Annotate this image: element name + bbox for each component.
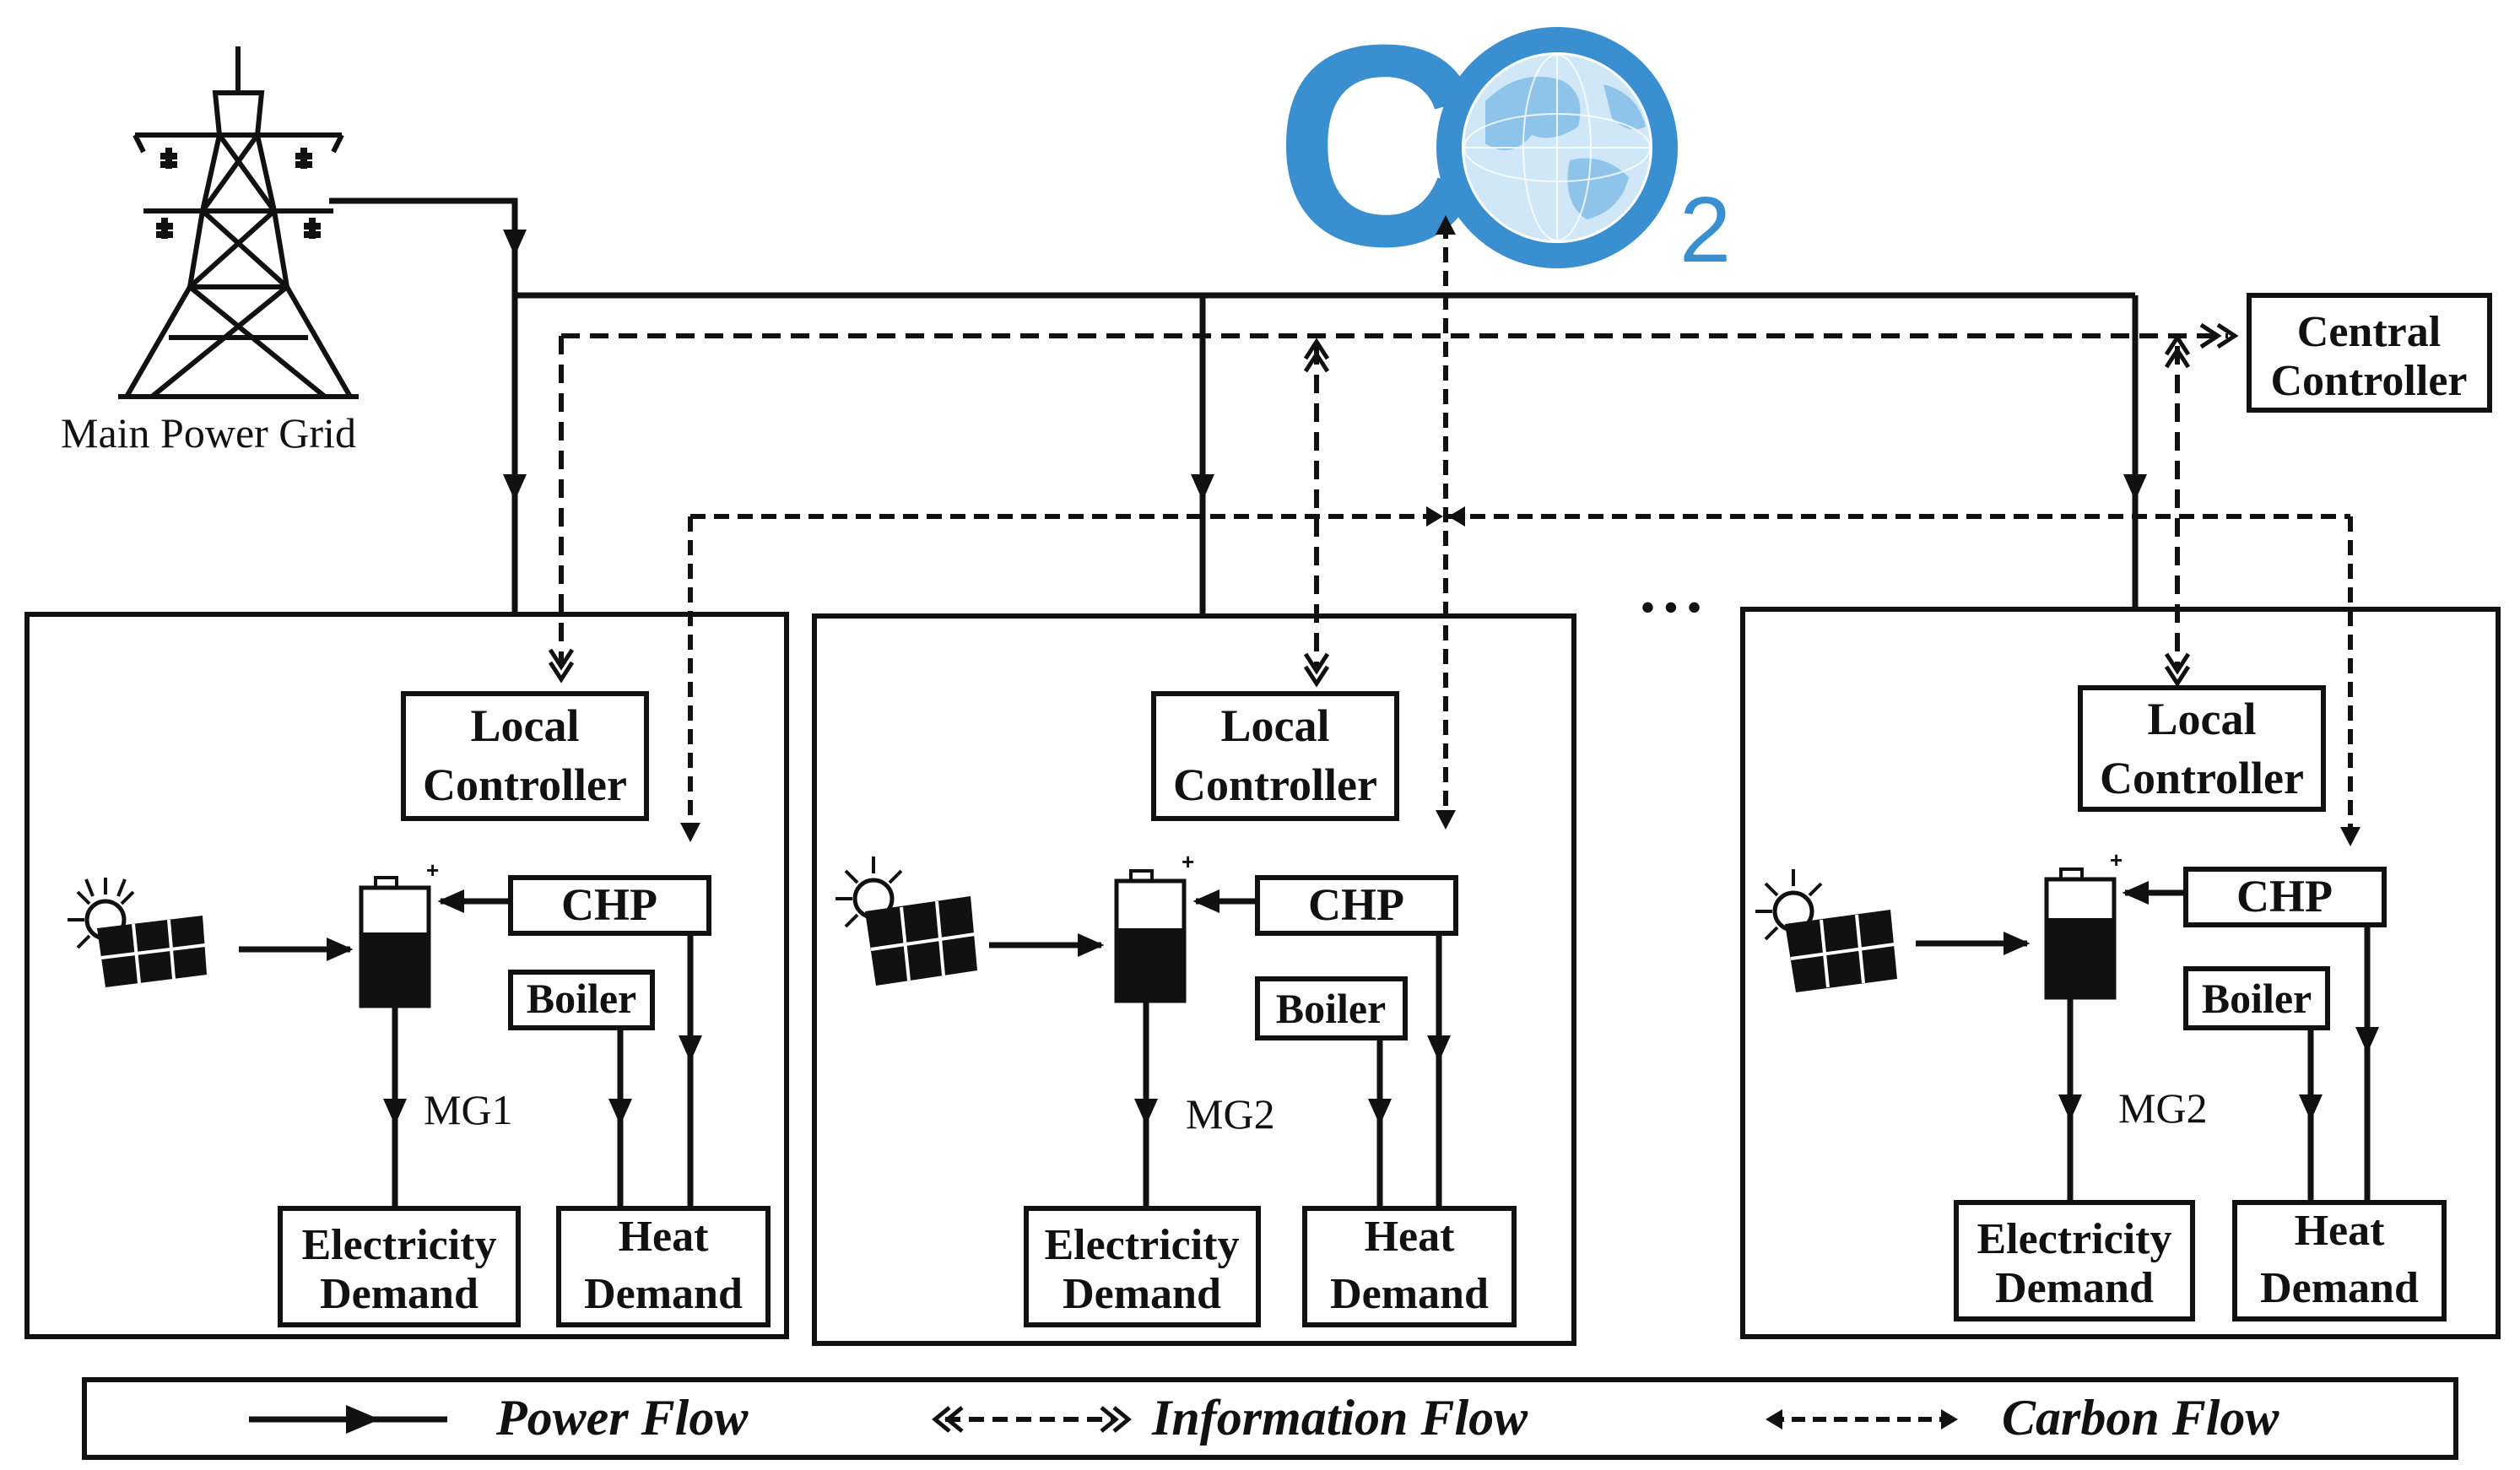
battery-icon: + [359, 857, 439, 1008]
legend: Power Flow Information Flow Carbon Flow [82, 1377, 2458, 1460]
electricity-demand-box: Electricity Demand [1954, 1200, 2195, 1321]
central-controller-line1: Central [2297, 308, 2441, 356]
solar-panel-icon [68, 878, 207, 987]
more-microgrids-ellipsis: • • • [1641, 586, 1701, 629]
chp-label: CHP [561, 879, 657, 930]
svg-text:+: + [1182, 849, 1194, 874]
chp-box: CHP [1255, 875, 1458, 936]
heat-demand-box: Heat Demand [2232, 1200, 2447, 1321]
power-flow-lines [329, 197, 2147, 616]
solar-panel-icon [1755, 869, 1897, 992]
heat-demand-box: Heat Demand [1302, 1206, 1517, 1327]
local-controller-line1: Local [1221, 700, 1330, 751]
boiler-box: Boiler [1255, 976, 1408, 1040]
heat-demand-line1: Heat [619, 1213, 710, 1261]
local-controller-line2: Controller [423, 759, 627, 810]
boiler-box: Boiler [2183, 966, 2330, 1030]
legend-carbon-flow-label: Carbon Flow [2002, 1390, 2279, 1446]
heat-demand-line1: Heat [1365, 1213, 1456, 1261]
local-controller-line1: Local [471, 700, 580, 751]
electricity-demand-line2: Demand [1063, 1270, 1221, 1318]
central-controller-line2: Controller [2271, 357, 2468, 405]
boiler-label: Boiler [1276, 985, 1387, 1032]
local-controller-box: Local Controller [1151, 691, 1399, 821]
heat-demand-box: Heat Demand [556, 1206, 771, 1327]
legend-information-flow-label: Information Flow [1151, 1390, 1528, 1446]
heat-demand-line2: Demand [1330, 1270, 1489, 1318]
microgrid-name: MG2 [1186, 1090, 1275, 1138]
transmission-tower-icon [118, 46, 359, 399]
co2-subscript: 2 [1679, 178, 1731, 282]
information-flow-lines [559, 333, 2228, 667]
electricity-demand-line2: Demand [1995, 1264, 2154, 1312]
microgrid-1: Local Controller + CHP [24, 612, 789, 1339]
microgrid-2: Local Controller + CHP Boiler [812, 613, 1576, 1346]
electricity-demand-line1: Electricity [1977, 1215, 2172, 1263]
legend-power-flow: Power Flow [249, 1390, 749, 1446]
electricity-demand-box: Electricity Demand [1024, 1206, 1261, 1327]
solar-panel-icon [835, 857, 977, 986]
legend-carbon-flow: Carbon Flow [1766, 1390, 2279, 1446]
central-controller-box: Central Controller [2247, 293, 2492, 413]
svg-text:+: + [426, 857, 439, 883]
heat-demand-line1: Heat [2295, 1207, 2386, 1255]
carbon-arrowheads [680, 215, 2360, 846]
heat-demand-line2: Demand [2260, 1264, 2419, 1312]
local-controller-box: Local Controller [401, 691, 649, 821]
information-arrowheads [548, 322, 2239, 688]
legend-information-flow: Information Flow [932, 1390, 1528, 1446]
microgrid-3: Local Controller + CHP Boiler [1740, 607, 2501, 1339]
local-controller-box: Local Controller [2078, 685, 2326, 812]
electricity-demand-line2: Demand [320, 1270, 479, 1318]
heat-demand-line2: Demand [584, 1270, 743, 1318]
svg-text:+: + [2110, 847, 2123, 873]
main-power-grid-label: Main Power Grid [61, 409, 356, 457]
battery-icon: + [2044, 847, 2123, 1000]
local-controller-line2: Controller [2100, 753, 2304, 803]
globe-icon [1436, 27, 1678, 268]
microgrid-name: MG1 [424, 1086, 513, 1133]
co2-logo: C 2 [1274, 0, 1731, 306]
boiler-box: Boiler [508, 970, 655, 1030]
microgrid-name: MG2 [2118, 1084, 2208, 1132]
electricity-demand-box: Electricity Demand [278, 1206, 521, 1327]
carbon-flow-lines [688, 224, 2353, 831]
local-controller-line1: Local [2148, 694, 2257, 744]
boiler-label: Boiler [2202, 975, 2312, 1022]
electricity-demand-line1: Electricity [1045, 1221, 1240, 1269]
chp-box: CHP [508, 875, 711, 936]
battery-icon: + [1114, 849, 1194, 1003]
boiler-label: Boiler [527, 975, 637, 1022]
chp-label: CHP [2236, 871, 2333, 921]
electricity-demand-line1: Electricity [302, 1221, 497, 1269]
legend-power-flow-label: Power Flow [495, 1390, 749, 1446]
chp-label: CHP [1308, 879, 1404, 930]
chp-box: CHP [2183, 867, 2387, 927]
local-controller-line2: Controller [1173, 759, 1377, 810]
